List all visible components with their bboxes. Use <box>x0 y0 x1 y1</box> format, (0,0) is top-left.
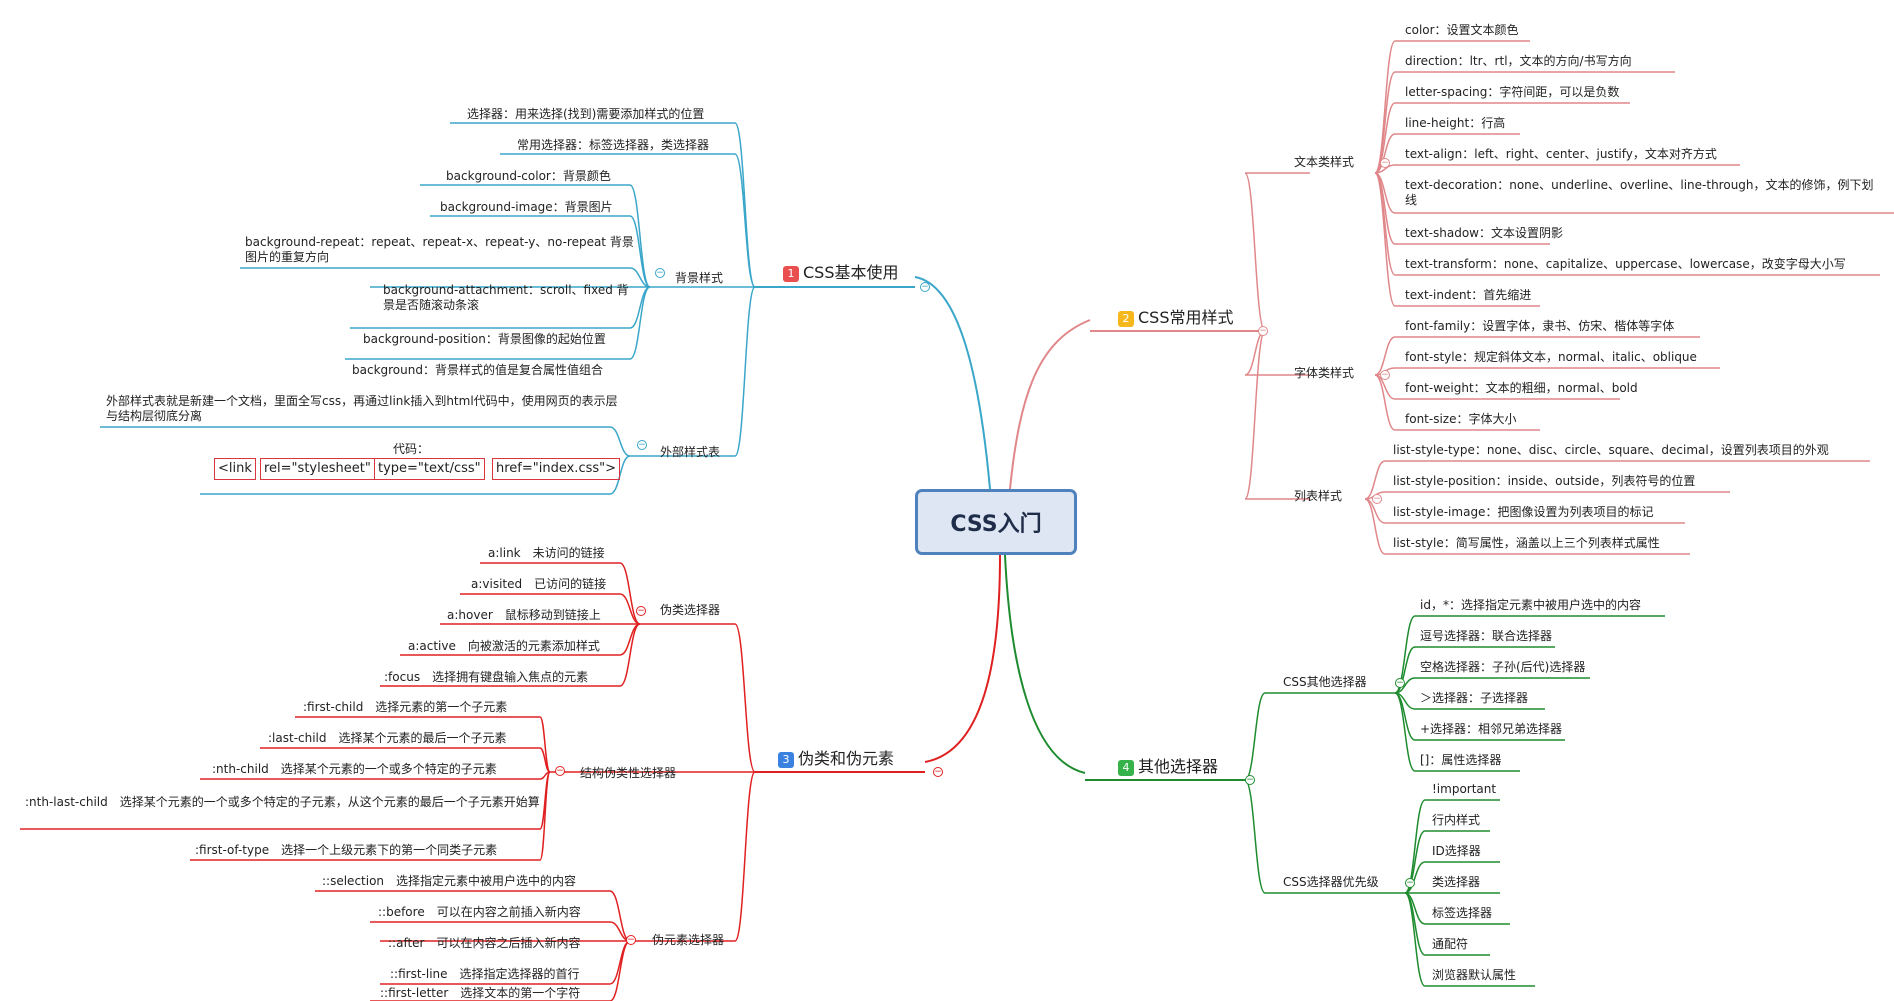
node-attribute-selector[interactable]: []：属性选择器 <box>1420 753 1502 767</box>
code-token-rel: rel="stylesheet" <box>260 458 375 480</box>
node-id-star-selector[interactable]: id，*：选择指定元素中被用户选中的内容 <box>1420 598 1641 612</box>
node-external-description[interactable]: 外部样式表就是新建一个文档，里面全写css，再通过link插入到html代码中，… <box>106 394 618 423</box>
node-priority-tag[interactable]: 标签选择器 <box>1432 906 1493 920</box>
root-label: CSS入门 <box>950 512 1042 537</box>
node-selector-priority[interactable]: CSS选择器优先级 <box>1283 875 1379 889</box>
branch-label: CSS基本使用 <box>803 263 899 282</box>
node-adjacent-sibling-selector[interactable]: +选择器：相邻兄弟选择器 <box>1420 722 1563 736</box>
branch-number-badge: 3 <box>778 752 794 768</box>
branch-number-badge: 2 <box>1118 311 1134 327</box>
node-nth-last-child[interactable]: :nth-last-child 选择某个元素的一个或多个特定的子元素，从这个元素… <box>25 795 540 809</box>
node-list-style-image[interactable]: list-style-image：把图像设置为列表项目的标记 <box>1393 505 1654 519</box>
node-priority-class[interactable]: 类选择器 <box>1432 875 1481 889</box>
collapse-toggle-icon[interactable]: − <box>1405 878 1415 888</box>
node-after[interactable]: ::after 可以在内容之后插入新内容 <box>388 936 581 950</box>
node-background-position[interactable]: background-position：背景图像的起始位置 <box>363 332 606 346</box>
collapse-toggle-icon[interactable]: − <box>1380 370 1390 380</box>
node-last-child[interactable]: :last-child 选择某个元素的最后一个子元素 <box>268 731 507 745</box>
branch-number-badge: 1 <box>783 266 799 282</box>
node-font-weight[interactable]: font-weight：文本的粗细，normal、bold <box>1405 381 1638 395</box>
node-background-color[interactable]: background-color：背景颜色 <box>446 169 611 183</box>
collapse-toggle-icon[interactable]: − <box>626 935 636 945</box>
node-first-child[interactable]: :first-child 选择元素的第一个子元素 <box>303 700 508 714</box>
collapse-toggle-icon[interactable]: − <box>636 606 646 616</box>
node-other-css-selectors[interactable]: CSS其他选择器 <box>1283 675 1367 689</box>
collapse-toggle-icon[interactable]: − <box>637 440 647 450</box>
node-font-style[interactable]: font-style：规定斜体文本，normal、italic、oblique <box>1405 350 1697 364</box>
node-comma-selector[interactable]: 逗号选择器：联合选择器 <box>1420 629 1553 643</box>
root-node[interactable]: CSS入门 <box>915 489 1077 555</box>
branch-label: 其他选择器 <box>1138 757 1219 776</box>
node-child-selector[interactable]: ＞选择器：子选择器 <box>1420 691 1529 705</box>
node-letter-spacing[interactable]: letter-spacing：字符间距，可以是负数 <box>1405 85 1620 99</box>
node-a-link[interactable]: a:link 未访问的链接 <box>488 546 605 560</box>
node-text-color[interactable]: color：设置文本颜色 <box>1405 23 1519 37</box>
node-focus[interactable]: :focus 选择拥有键盘输入焦点的元素 <box>384 670 589 684</box>
node-text-direction[interactable]: direction：ltr、rtl，文本的方向/书写方向 <box>1405 54 1632 68</box>
node-priority-inline[interactable]: 行内样式 <box>1432 813 1481 827</box>
node-priority-important[interactable]: !important <box>1432 782 1497 796</box>
node-list-style-type[interactable]: list-style-type：none、disc、circle、square、… <box>1393 443 1829 457</box>
node-common-selectors[interactable]: 常用选择器：标签选择器，类选择器 <box>517 138 710 152</box>
node-structural-pseudo-selectors[interactable]: 结构伪类性选择器 <box>580 766 677 780</box>
node-a-hover[interactable]: a:hover 鼠标移动到链接上 <box>447 608 601 622</box>
collapse-toggle-icon[interactable]: − <box>655 268 665 278</box>
node-first-of-type[interactable]: :first-of-type 选择一个上级元素下的第一个同类子元素 <box>195 843 498 857</box>
node-list-style[interactable]: list-style：简写属性，涵盖以上三个列表样式属性 <box>1393 536 1660 550</box>
node-nth-child[interactable]: :nth-child 选择某个元素的一个或多个特定的子元素 <box>212 762 497 776</box>
node-list-style-position[interactable]: list-style-position：inside、outside，列表符号的… <box>1393 474 1696 488</box>
node-text-align[interactable]: text-align：left、right、center、justify，文本对… <box>1405 147 1717 161</box>
node-text-shadow[interactable]: text-shadow：文本设置阴影 <box>1405 226 1563 240</box>
code-token-href: href="index.css"> <box>492 458 621 480</box>
node-text-transform[interactable]: text-transform：none、capitalize、uppercase… <box>1405 257 1846 271</box>
collapse-toggle-icon[interactable]: − <box>1258 326 1268 336</box>
node-a-visited[interactable]: a:visited 已访问的链接 <box>471 577 607 591</box>
collapse-toggle-icon[interactable]: − <box>1395 678 1405 688</box>
node-before[interactable]: ::before 可以在内容之前插入新内容 <box>378 905 581 919</box>
node-selector-definition[interactable]: 选择器：用来选择(找到)需要添加样式的位置 <box>467 107 705 121</box>
branch-label: 伪类和伪元素 <box>798 749 895 768</box>
node-text-decoration[interactable]: text-decoration：none、underline、overline、… <box>1405 178 1874 207</box>
node-priority-id[interactable]: ID选择器 <box>1432 844 1481 858</box>
node-selection[interactable]: ::selection 选择指定元素中被用户选中的内容 <box>322 874 577 888</box>
node-pseudo-class-selectors[interactable]: 伪类选择器 <box>660 603 721 617</box>
node-list-styles[interactable]: 列表样式 <box>1294 489 1343 503</box>
node-priority-wildcard[interactable]: 通配符 <box>1432 937 1469 951</box>
collapse-toggle-icon[interactable]: − <box>1372 494 1382 504</box>
node-background-shorthand[interactable]: background：背景样式的值是复合属性值组合 <box>352 363 603 377</box>
node-text-indent[interactable]: text-indent：首先缩进 <box>1405 288 1532 302</box>
node-background-styles[interactable]: 背景样式 <box>675 271 724 285</box>
branch-number-badge: 4 <box>1118 760 1134 776</box>
node-background-image[interactable]: background-image：背景图片 <box>440 200 613 214</box>
node-pseudo-element-selectors[interactable]: 伪元素选择器 <box>652 933 725 947</box>
node-background-attachment[interactable]: background-attachment：scroll、fixed 背景是否随… <box>383 283 629 312</box>
collapse-toggle-icon[interactable]: − <box>920 282 930 292</box>
node-background-repeat[interactable]: background-repeat：repeat、repeat-x、repeat… <box>245 235 634 264</box>
node-line-height[interactable]: line-height：行高 <box>1405 116 1506 130</box>
node-priority-browser-default[interactable]: 浏览器默认属性 <box>1432 968 1517 982</box>
node-a-active[interactable]: a:active 向被激活的元素添加样式 <box>408 639 600 653</box>
branch-label: CSS常用样式 <box>1138 308 1234 327</box>
node-text-styles[interactable]: 文本类样式 <box>1294 155 1355 169</box>
collapse-toggle-icon[interactable]: − <box>933 767 943 777</box>
node-font-size[interactable]: font-size：字体大小 <box>1405 412 1517 426</box>
node-font-styles[interactable]: 字体类样式 <box>1294 366 1355 380</box>
node-first-letter[interactable]: ::first-letter 选择文本的第一个字符 <box>380 986 581 1000</box>
code-token-type: type="text/css" <box>374 458 485 480</box>
node-descendant-selector[interactable]: 空格选择器：子孙(后代)选择器 <box>1420 660 1586 674</box>
collapse-toggle-icon[interactable]: − <box>1380 158 1390 168</box>
node-first-line[interactable]: ::first-line 选择指定选择器的首行 <box>390 967 580 981</box>
collapse-toggle-icon[interactable]: − <box>1245 775 1255 785</box>
code-token-link: <link <box>214 458 256 480</box>
node-font-family[interactable]: font-family：设置字体，隶书、仿宋、楷体等字体 <box>1405 319 1675 333</box>
node-code-label[interactable]: 代码： <box>393 442 430 456</box>
node-external-stylesheet[interactable]: 外部样式表 <box>660 445 721 459</box>
collapse-toggle-icon[interactable]: − <box>555 766 565 776</box>
